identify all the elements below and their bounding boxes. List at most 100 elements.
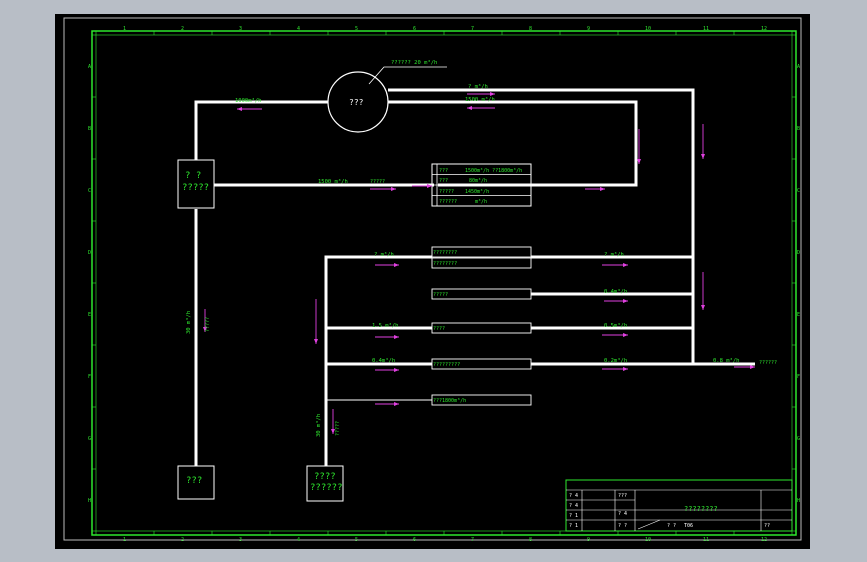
tb-r4-1: ? ? [618, 523, 627, 529]
ruler-bottom-label: 2 [181, 537, 184, 543]
ruler-top-label: 6 [413, 26, 416, 32]
flow-top-right-2: 1500 m³/h [465, 96, 495, 103]
flow-branch4-right: 0.5m³/h [604, 322, 627, 329]
ruler-bottom-label: 11 [703, 537, 709, 543]
table-r4-a: ?????? [439, 199, 457, 205]
ruler-bottom-label: 10 [645, 537, 651, 543]
ruler-right-label: E [797, 312, 800, 318]
node-boxes [177, 159, 344, 502]
box-mid-bottom-line2: ?????? [310, 483, 343, 493]
flow-table [431, 163, 532, 207]
ruler-right-label: G [797, 436, 800, 442]
flow-arrow-head [623, 333, 628, 337]
branch-label: ????????? [433, 362, 460, 368]
ruler-bottom-label: 6 [413, 537, 416, 543]
flow-vert-mid-tag: ????? [335, 421, 341, 436]
flow-arrow-head [314, 339, 318, 344]
flow-arrow-head [600, 187, 605, 191]
title-block: ???????? ? 4 ??? ? 4 ? 4 ? 1 ? 1 ? ? ? ?… [565, 479, 793, 532]
branch-box [431, 358, 532, 370]
table-r1-b: 1500m³/h ??1800m³/h [465, 168, 522, 174]
ruler-top-label: 2 [181, 26, 184, 32]
flow-arrow-head [394, 402, 399, 406]
ruler-top-label: 1 [123, 26, 126, 32]
table-r2-a: ??? [439, 178, 448, 184]
ruler-left-label: F [88, 374, 91, 380]
flow-arrow-head [331, 429, 335, 434]
ruler-bottom-label: 7 [471, 537, 474, 543]
ruler-right-label: H [797, 498, 800, 504]
labels: ??? ?????? 20 m³/h ? ? ????? ??? ???? ??… [182, 59, 777, 493]
tb-r4-2: ? ? [667, 523, 676, 529]
title-block-title: ???????? [684, 505, 718, 513]
flow-arrow-head [394, 368, 399, 372]
ruler-right-label: F [797, 374, 800, 380]
flow-mid-main: 1500 m³/h [318, 178, 348, 185]
branch-label: ???????? [433, 261, 457, 267]
table-r1-a: ??? [439, 168, 448, 174]
branch-box [431, 322, 532, 334]
flow-branch5-left: 0.4m³/h [372, 357, 395, 364]
flow-vert-left: 30 m³/h [185, 311, 192, 334]
flow-arrow-head [427, 184, 432, 188]
ruler-right-label: D [797, 250, 800, 256]
flow-arrow-head [203, 327, 207, 332]
ruler-top-label: 4 [297, 26, 300, 32]
box-mid-bottom [306, 465, 344, 502]
ruler-bottom-label: 12 [761, 537, 767, 543]
flow-top-left: 1000m³/h [235, 97, 262, 104]
tb-r4-0: ? 1 [569, 523, 578, 529]
branch-box [431, 394, 532, 406]
flow-outlet-tag: ?????? [759, 360, 777, 366]
branch-label: ???????? [433, 250, 457, 256]
flow-branch1-right: ? m³/h [604, 251, 624, 258]
branch-label: ????? [433, 292, 448, 298]
flow-arrow-head [701, 154, 705, 159]
ruler-top-label: 10 [645, 26, 651, 32]
flow-outlet: 0.8 m³/h [713, 357, 740, 364]
ruler-top-label: 9 [587, 26, 590, 32]
ruler-bottom-label: 1 [123, 537, 126, 543]
tb-r3-0: ? 1 [569, 513, 578, 519]
flow-arrow-head [623, 299, 628, 303]
ruler-top-label: 12 [761, 26, 767, 32]
ruler-top-label: 11 [703, 26, 709, 32]
tb-r4-4: ?? [764, 523, 770, 529]
tb-r2-1: ? 4 [618, 511, 627, 517]
fan-callout: ?????? 20 m³/h [391, 59, 437, 66]
flow-mid-main-tag: ????? [370, 179, 385, 185]
branch-label: ???1800m³/h [433, 398, 466, 404]
ruler-top-label: 3 [239, 26, 242, 32]
flow-branch5-right: 0.2m³/h [604, 357, 627, 364]
branch-box [431, 257, 532, 269]
ruler-left-label: A [88, 64, 91, 70]
flow-branch4-left: 1.5 m³/h [372, 322, 399, 329]
ruler-right-label: C [797, 188, 800, 194]
ruler-bottom-label: 9 [587, 537, 590, 543]
flow-branch1-left: ? m³/h [374, 251, 394, 258]
ruler-left-label: C [88, 188, 91, 194]
box-left-bottom-label: ??? [186, 476, 202, 486]
box-left-bottom [177, 465, 215, 500]
table-r3-a: ????? [439, 189, 454, 195]
flow-arrow-head [391, 187, 396, 191]
flow-arrow-head [490, 92, 495, 96]
flow-arrow-head [623, 263, 628, 267]
flow-top-right-1: ? m³/h [468, 83, 488, 90]
flow-arrow-head [701, 305, 705, 310]
ruler-left-label: E [88, 312, 91, 318]
ruler-top-label: 7 [471, 26, 474, 32]
table-r4-b: m³/h [475, 199, 487, 205]
ruler-left-label: B [88, 126, 91, 132]
ruler-left-label: H [88, 498, 91, 504]
box-mid-bottom-line1: ???? [314, 472, 336, 482]
flow-branch3-right: 0.4m³/h [604, 288, 627, 295]
table-r3-b: 1450m³/h [465, 189, 489, 195]
ruler-bottom-label: 5 [355, 537, 358, 543]
ruler-bottom-label: 8 [529, 537, 532, 543]
flow-arrow-head [637, 159, 641, 164]
tb-r4-3: T06 [684, 523, 693, 529]
